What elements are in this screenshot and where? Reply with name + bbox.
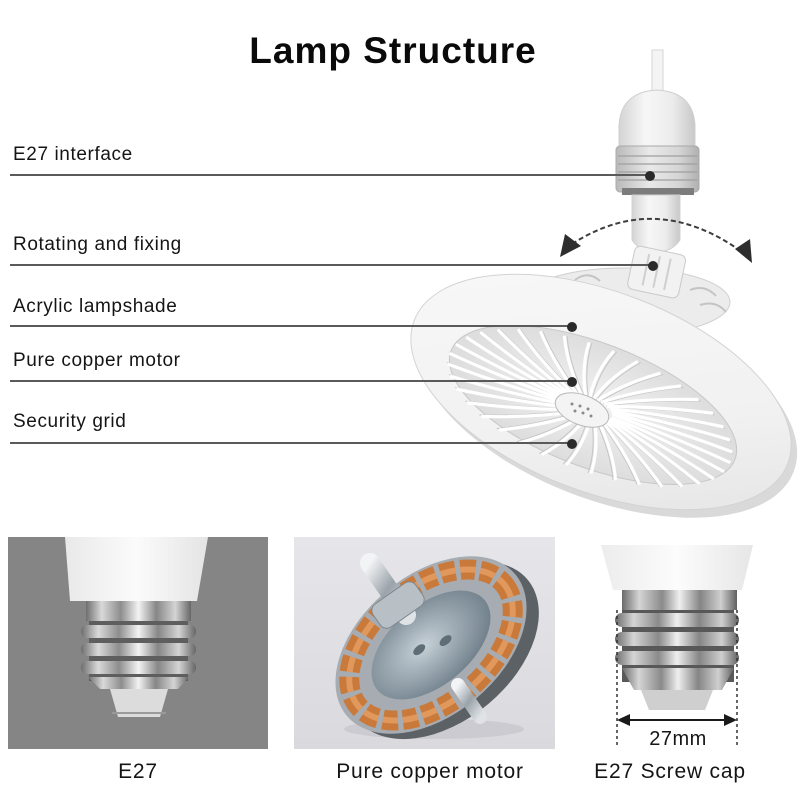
copper-motor-panel [294,537,555,749]
caption-e27: E27 [118,760,158,783]
callout-line [10,174,650,176]
callout-dot [567,377,577,387]
callout-dot [648,261,658,271]
e27-bulb-image [65,537,208,717]
e27-screw-cap-panel [590,537,770,749]
callout-dot [567,322,577,332]
callout-line [10,442,572,444]
copper-motor-image [335,553,539,740]
caption-copper-motor: Pure copper motor [336,760,524,783]
callout-line [10,325,572,327]
callout-line [10,264,653,266]
callout-label-acrylic-lampshade: Acrylic lampshade [13,296,178,317]
caption-e27-screw-cap: E27 Screw cap [594,760,746,783]
callout-label-e27-interface: E27 interface [13,144,133,165]
e27-screw-cap-image [601,545,753,745]
callout-label-security-grid: Security grid [13,411,127,432]
callout-line [10,380,572,382]
callout-dot [645,171,655,181]
callout-dot [567,439,577,449]
rotation-arrow-icon [560,218,752,263]
dimension-arrow-icon [616,610,738,745]
e27-bulb-panel [8,537,268,749]
callout-label-copper-motor: Pure copper motor [13,350,181,371]
dimension-label: 27mm [649,728,707,750]
page-title: Lamp Structure [249,30,537,71]
callout-label-rotating-fixing: Rotating and fixing [13,234,182,255]
